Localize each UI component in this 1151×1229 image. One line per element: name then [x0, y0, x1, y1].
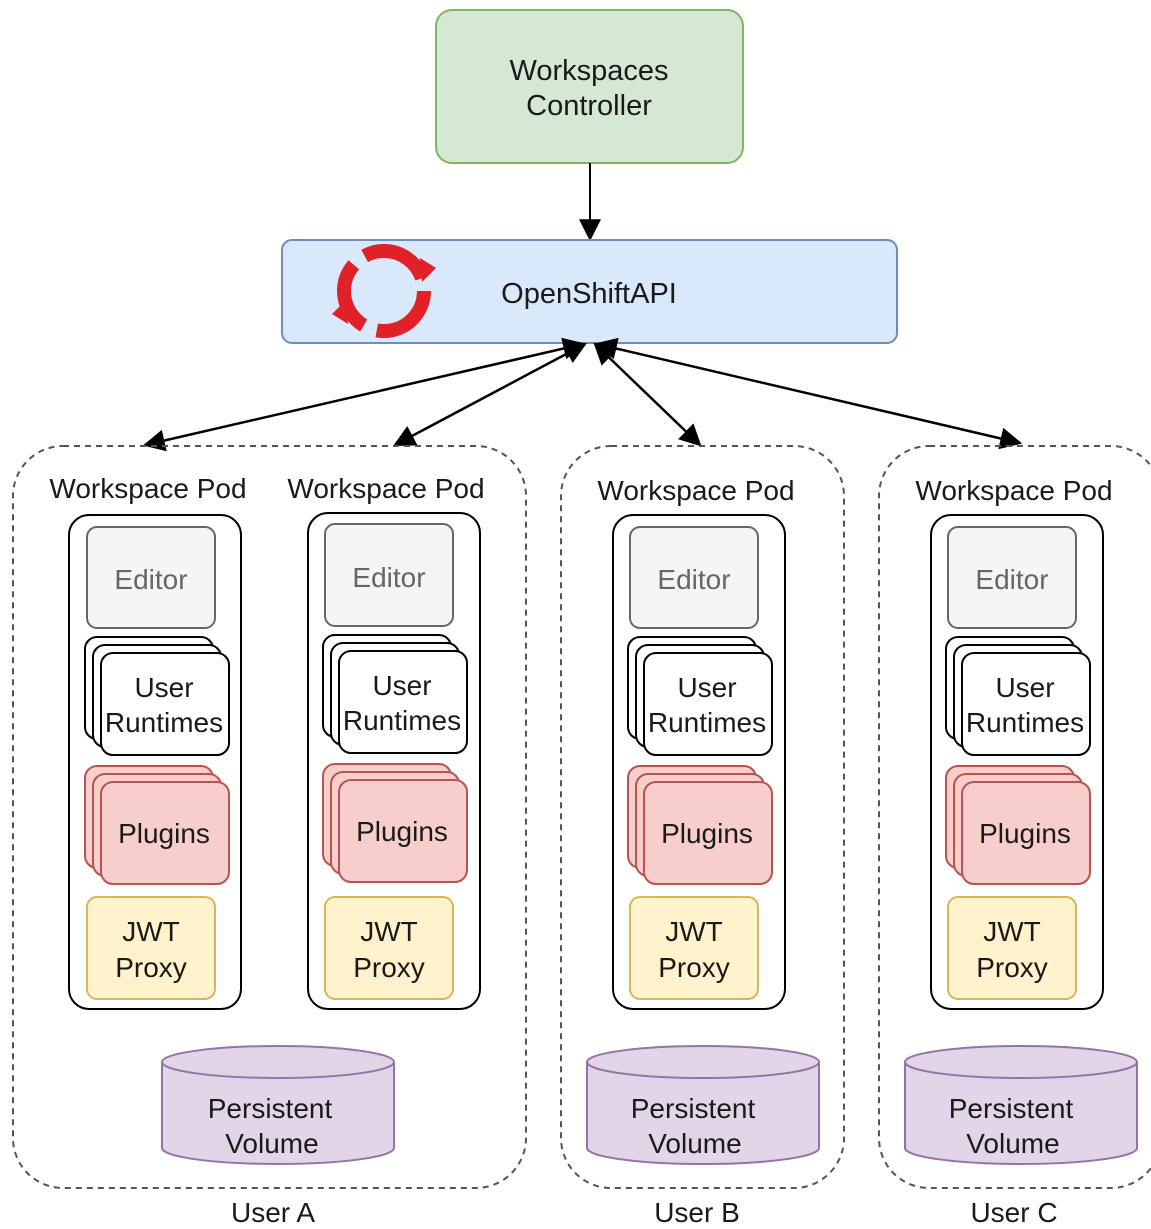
runtime-card-front — [100, 652, 230, 756]
user-runtimes-stack: User Runtimes — [627, 636, 773, 756]
persistent-volume-a: Persistent Volume — [161, 1045, 395, 1165]
arrow-api-pod-a2 — [393, 342, 587, 447]
runtime-card-front — [338, 650, 468, 754]
jwt-proxy-box — [947, 896, 1077, 1000]
editor-container: Editor — [86, 526, 216, 629]
plugin-card-front — [961, 781, 1091, 885]
plugins-stack: Plugins — [627, 765, 773, 885]
plugin-card-front — [643, 781, 773, 885]
plugins-label: Plugins — [979, 818, 1071, 849]
editor-label: Editor — [114, 564, 187, 595]
persistent-volume-c: Persistent Volume — [904, 1045, 1138, 1165]
jwt-proxy-box — [86, 896, 216, 1000]
user-a-group — [12, 445, 527, 1189]
api-pod-arrows — [142, 337, 1023, 452]
editor-box — [86, 526, 216, 629]
runtimes-label-line1: User — [372, 670, 431, 701]
arrow-api-pod-c — [594, 337, 1023, 450]
arrow-api-pod-a1 — [142, 337, 586, 452]
api-label: OpenShiftAPI — [501, 278, 677, 310]
editor-box — [947, 526, 1077, 629]
volume-label-line2: Volume — [225, 1128, 318, 1159]
user-runtimes-stack: User Runtimes — [945, 636, 1091, 756]
user-runtimes-stack: User Runtimes — [84, 636, 230, 756]
plugins-stack: Plugins — [84, 765, 230, 885]
workspace-pod: Workspace Pod Editor User Runtimes Plugi… — [915, 475, 1113, 1010]
runtimes-label-line1: User — [677, 672, 736, 703]
jwt-proxy-container: JWT Proxy — [86, 896, 216, 1000]
jwt-proxy-container: JWT Proxy — [947, 896, 1077, 1000]
pod-title: Workspace Pod — [915, 475, 1112, 506]
volume-label-line2: Volume — [966, 1128, 1059, 1159]
user-b-group — [560, 445, 845, 1189]
workspace-pod: Workspace Pod Editor User Runtimes Plugi… — [597, 475, 795, 1010]
volume-body — [904, 1062, 1138, 1165]
plugins-stack: Plugins — [945, 765, 1091, 885]
jwt-proxy-box — [324, 896, 454, 1000]
api-box — [281, 239, 898, 344]
editor-label: Editor — [975, 564, 1048, 595]
plugins-stack: Plugins — [322, 763, 468, 883]
jwt-proxy-box — [629, 896, 759, 1000]
workspaces-controller: Workspaces Controller — [435, 9, 744, 164]
runtimes-label-line2: Runtimes — [648, 707, 766, 738]
editor-box — [629, 526, 759, 629]
persistent-volume-b: Persistent Volume — [586, 1045, 820, 1165]
volume-top — [161, 1045, 395, 1079]
editor-label: Editor — [657, 564, 730, 595]
plugins-label: Plugins — [356, 816, 448, 847]
workspace-pod: Workspace Pod Editor User Runtimes Plugi… — [49, 473, 247, 1010]
jwt-label-line1: JWT — [665, 916, 723, 947]
openshift-api: OpenShiftAPI — [281, 239, 898, 344]
workspace-pod: Workspace Pod Editor User Runtimes Plugi… — [287, 473, 485, 1010]
user-c-group — [878, 445, 1151, 1189]
volume-body — [586, 1062, 820, 1165]
plugins-label: Plugins — [661, 818, 753, 849]
controller-label-line1: Workspaces — [509, 55, 668, 87]
runtime-card-front — [961, 652, 1091, 756]
volume-label-line2: Volume — [648, 1128, 741, 1159]
jwt-label-line1: JWT — [122, 916, 180, 947]
jwt-label-line1: JWT — [360, 916, 418, 947]
user-c-label: User C — [970, 1197, 1057, 1228]
pod-title: Workspace Pod — [597, 475, 794, 506]
volume-label-line1: Persistent — [631, 1093, 756, 1124]
user-b-label: User B — [654, 1197, 740, 1228]
runtimes-label-line2: Runtimes — [343, 705, 461, 736]
pod-title: Workspace Pod — [49, 473, 246, 504]
jwt-label-line2: Proxy — [115, 952, 187, 983]
plugin-card-front — [100, 781, 230, 885]
jwt-label-line2: Proxy — [976, 952, 1048, 983]
jwt-label-line1: JWT — [983, 916, 1041, 947]
pod-title: Workspace Pod — [287, 473, 484, 504]
runtimes-label-line2: Runtimes — [105, 707, 223, 738]
editor-container: Editor — [947, 526, 1077, 629]
jwt-proxy-container: JWT Proxy — [324, 896, 454, 1000]
controller-label-line2: Controller — [526, 90, 652, 122]
volume-body — [161, 1062, 395, 1165]
editor-container: Editor — [629, 526, 759, 629]
editor-container: Editor — [324, 523, 454, 627]
volume-top — [586, 1045, 820, 1079]
user-a-label: User A — [231, 1197, 315, 1228]
jwt-proxy-container: JWT Proxy — [629, 896, 759, 1000]
openshift-logo-icon — [332, 244, 436, 338]
user-runtimes-stack: User Runtimes — [322, 634, 468, 754]
runtimes-label-line1: User — [995, 672, 1054, 703]
volume-top — [904, 1045, 1138, 1079]
runtimes-label-line1: User — [134, 672, 193, 703]
jwt-label-line2: Proxy — [658, 952, 730, 983]
editor-box — [324, 523, 454, 627]
runtimes-label-line2: Runtimes — [966, 707, 1084, 738]
volume-label-line1: Persistent — [949, 1093, 1074, 1124]
arrow-api-pod-b — [593, 342, 702, 447]
editor-label: Editor — [352, 562, 425, 593]
plugins-label: Plugins — [118, 818, 210, 849]
plugin-card-front — [338, 779, 468, 883]
runtime-card-front — [643, 652, 773, 756]
volume-label-line1: Persistent — [208, 1093, 333, 1124]
jwt-label-line2: Proxy — [353, 952, 425, 983]
